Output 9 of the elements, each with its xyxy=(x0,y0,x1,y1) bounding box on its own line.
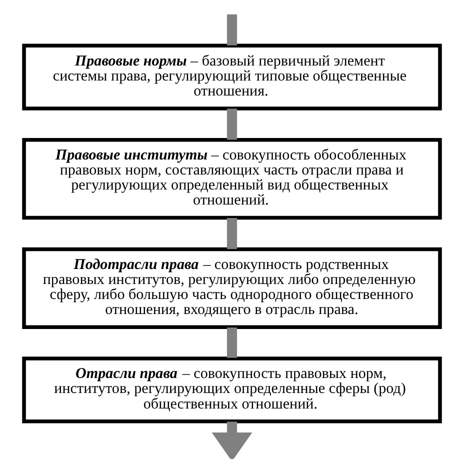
connector xyxy=(226,108,238,140)
node-box: Подотрасли права – совокупность родственных правовых институтов, регулирующих либо определенную сферу, либо большую часть однородного общественного отношения, входящего в отрасль права. xyxy=(22,247,442,329)
connector xyxy=(226,14,238,46)
node-box: Правовые институты – совокупность обособленных правовых норм, составляющих часть отрасли права и регулирующих определенный вид общественных отношений. xyxy=(22,138,442,220)
node-box: Отрасли права – совокупность правовых норм, институтов, регулирующих определенные сферы (род) общественных отношений. xyxy=(22,356,442,424)
connector xyxy=(226,328,238,358)
node-box: Правовые нормы – базовый первичный элемент системы права, регулирующий типовые общественные отношения. xyxy=(22,44,442,110)
arrow xyxy=(212,422,252,459)
connector xyxy=(226,218,238,250)
